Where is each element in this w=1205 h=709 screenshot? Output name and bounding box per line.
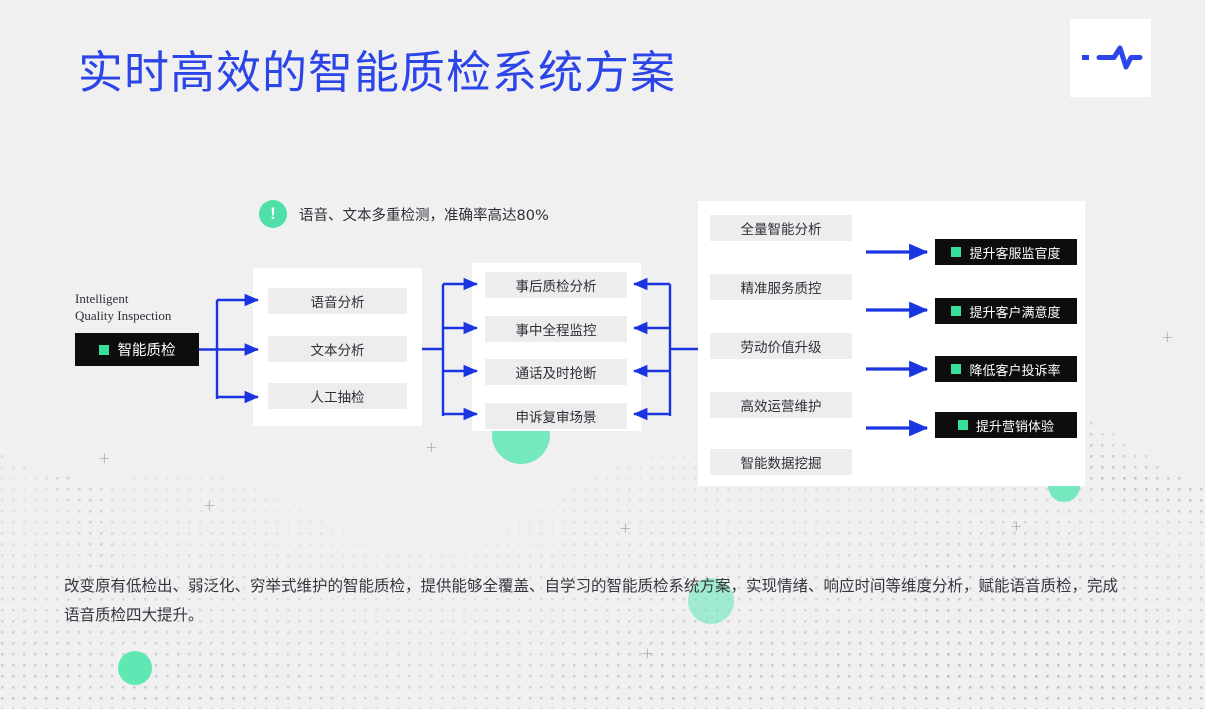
chip-capability[interactable]: 劳动价值升级 (710, 333, 852, 359)
chip-method[interactable]: 文本分析 (268, 336, 407, 362)
square-marker-icon (951, 247, 962, 257)
page-title: 实时高效的智能质检系统方案 (78, 46, 677, 99)
outcome-label: 提升客户满意度 (969, 305, 1061, 321)
summary-paragraph: 改变原有低检出、弱泛化、穷举式维护的智能质检，提供能够全覆盖、自学习的智能质检系… (64, 577, 1119, 624)
outcome-label: 提升客服监官度 (969, 246, 1061, 262)
pulse-waveform-icon (1082, 45, 1143, 70)
square-marker-icon (951, 364, 962, 374)
chip-scenario[interactable]: 事中全程监控 (485, 316, 627, 342)
source-caption-line2: Quality Inspection (75, 308, 172, 323)
exclamation-icon: ! (259, 200, 287, 228)
outcome-label: 提升营销体验 (975, 419, 1054, 435)
chip-method[interactable]: 语音分析 (268, 288, 407, 314)
chip-outcome[interactable]: 提升客服监官度 (935, 239, 1077, 265)
chip-capability[interactable]: 精准服务质控 (710, 274, 852, 300)
callout-banner: ! 语音、文本多重检测，准确率高达80% (259, 200, 549, 228)
source-caption: Intelligent Quality Inspection (75, 290, 171, 324)
chip-outcome[interactable]: 降低客户投诉率 (935, 356, 1077, 382)
chip-scenario[interactable]: 申诉复审场景 (485, 403, 627, 429)
chip-capability[interactable]: 全量智能分析 (710, 215, 852, 241)
chip-capability[interactable]: 高效运营维护 (710, 392, 852, 418)
outcome-label: 降低客户投诉率 (969, 363, 1061, 379)
node-intelligent-quality-inspection[interactable]: 智能质检 (75, 333, 199, 366)
callout-text: 语音、文本多重检测，准确率高达80% (299, 207, 549, 224)
chip-scenario[interactable]: 通话及时抢断 (485, 359, 627, 385)
square-marker-icon (957, 420, 968, 430)
node-label: 智能质检 (117, 343, 176, 359)
square-marker-icon (98, 344, 109, 355)
square-marker-icon (951, 306, 962, 316)
chip-outcome[interactable]: 提升客户满意度 (935, 298, 1077, 324)
brand-logo (1070, 19, 1151, 97)
chip-outcome[interactable]: 提升营销体验 (935, 412, 1077, 438)
chip-scenario[interactable]: 事后质检分析 (485, 272, 627, 298)
chip-capability[interactable]: 智能数据挖掘 (710, 449, 852, 475)
source-caption-line1: Intelligent (75, 291, 129, 306)
chip-method[interactable]: 人工抽检 (268, 383, 407, 409)
